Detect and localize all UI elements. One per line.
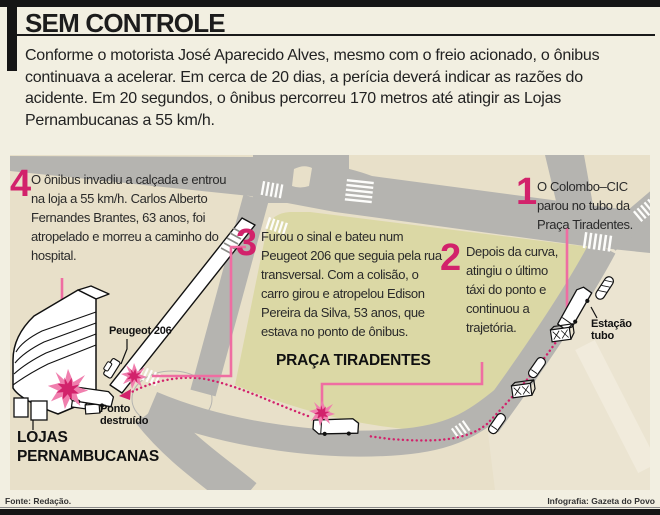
- vehicles: [65, 274, 616, 439]
- roads: [10, 155, 650, 253]
- top-rule-bar: [0, 0, 660, 7]
- step3-number: 3: [236, 222, 257, 264]
- east-walkway: [575, 339, 650, 474]
- park-area: [235, 212, 590, 431]
- peugeot-label: Peugeot 206: [109, 325, 172, 337]
- peugeot-label-pointer: [120, 339, 128, 365]
- step2-text: Depois da curva, atingiu o último táxi d…: [466, 244, 558, 335]
- step4-number: 4: [10, 163, 31, 205]
- step2-number: 2: [440, 237, 461, 279]
- source-credit: Fonte: Redação.: [5, 496, 72, 506]
- title-underline: [17, 34, 655, 36]
- infographic-credit: Infografia: Gazeta do Povo: [547, 496, 655, 506]
- crosswalks: [137, 179, 650, 439]
- step4-text: O ônibus invadiu a calçada e entrou na l…: [31, 172, 227, 263]
- step1-text: O Colombo–CIC parou no tubo da Praça Tir…: [537, 179, 633, 232]
- trajectory-arrowhead: [119, 389, 131, 400]
- step1-number: 1: [516, 171, 537, 213]
- left-rule-bar: [7, 3, 17, 71]
- intro-paragraph: Conforme o motorista José Aparecido Alve…: [25, 47, 600, 129]
- traffic-island: [292, 166, 312, 188]
- step3-text: Furou o sinal e bateu num Peugeot 206 qu…: [261, 229, 442, 339]
- trajectory-path: [128, 318, 572, 442]
- park-label: PRAÇA TIRADENTES: [276, 352, 431, 369]
- page-title: SEM CONTROLE: [25, 8, 226, 38]
- store-label: LOJAS PERNAMBUCANAS: [17, 429, 160, 465]
- bottom-rule-bar: [0, 509, 660, 515]
- tube-station-label: Estação tubo: [591, 318, 632, 342]
- estacao-label-pointer: [590, 306, 598, 319]
- destroyed-stop-label: Ponto destruído: [100, 403, 149, 427]
- footer-rule: [0, 507, 660, 508]
